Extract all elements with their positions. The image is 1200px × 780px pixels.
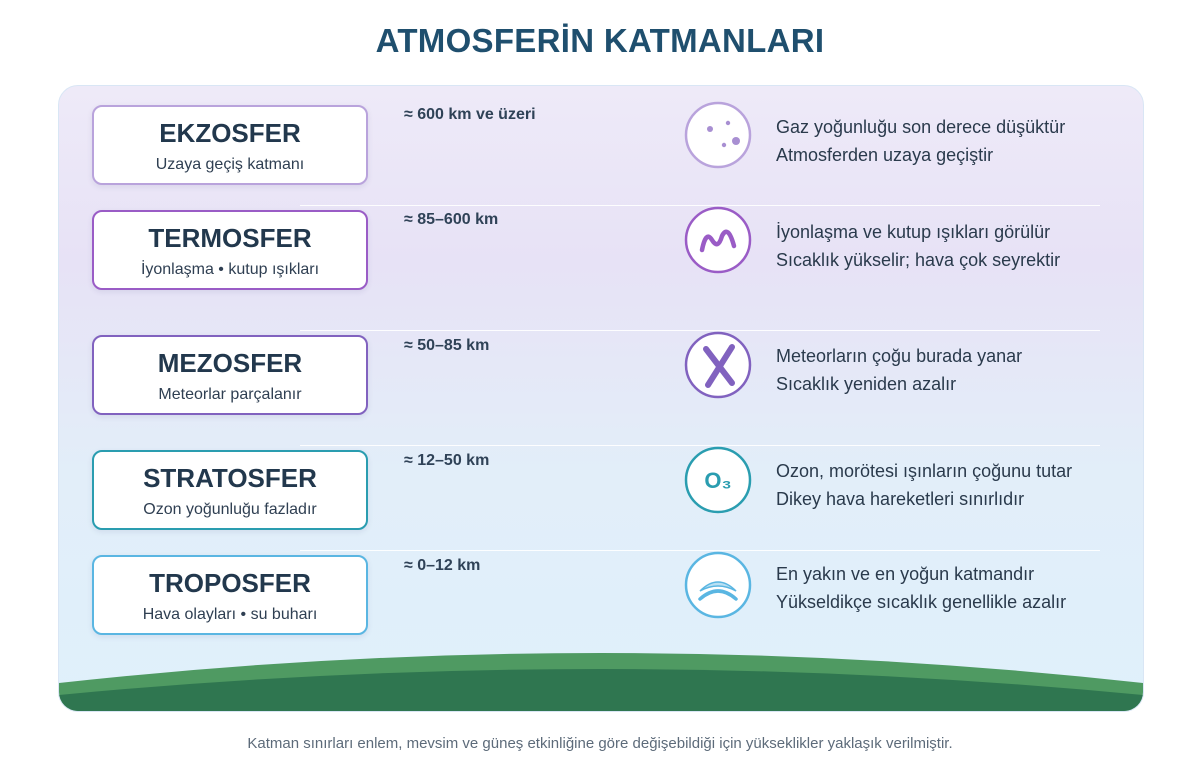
layer-subtitle: Uzaya geçiş katmanı [155,156,305,173]
fact-line: İyonlaşma ve kutup ışıkları görülür [776,222,1051,242]
layer-card-stratosfer: STRATOSFER Ozon yoğunluğu fazladır [92,450,368,530]
fact-line: Yükseldikçe sıcaklık genellikle azalır [776,592,1067,612]
layer-altitude: ≈ 0–12 km [404,557,481,574]
layer-facts: Meteorların çoğu burada yanar Sıcaklık y… [776,342,1022,398]
layer-card-termosfer: TERMOSFER İyonlaşma • kutup ışıkları [92,210,368,290]
layer-altitude: ≈ 85–600 km [404,211,499,228]
layer-card-mezosfer: MEZOSFER Meteorlar parçalanır [92,335,368,415]
layer-divider [300,550,1100,551]
meteor-cross-icon [684,331,752,399]
layer-divider [300,205,1100,206]
layer-card-troposfer: TROPOSFER Hava olayları • su buharı [92,555,368,635]
fact-line: Ozon, morötesi ışınların çoğunu tutar [776,461,1073,481]
clouds-arc-icon [684,551,752,619]
layer-divider [300,445,1100,446]
fact-line: Meteorların çoğu burada yanar [776,346,1023,366]
layer-name: MEZOSFER [157,348,303,378]
layer-facts: Gaz yoğunluğu son derece düşüktür Atmosf… [776,113,1065,169]
ozone-symbol: O₃ [704,468,731,493]
sparse-particles-icon [684,101,752,169]
layer-facts: İyonlaşma ve kutup ışıkları görülür Sıca… [776,218,1060,274]
layer-altitude: ≈ 12–50 km [404,452,490,469]
fact-line: Gaz yoğunluğu son derece düşüktür [776,117,1066,137]
layer-subtitle: Hava olayları • su buharı [142,606,318,623]
layer-altitude: ≈ 50–85 km [404,337,490,354]
layer-card-ekzosfer: EKZOSFER Uzaya geçiş katmanı [92,105,368,185]
layer-facts: En yakın ve en yoğun katmandır Yükseldik… [776,560,1066,616]
layer-subtitle: İyonlaşma • kutup ışıkları [140,261,320,278]
ozone-icon: O₃ [684,446,752,514]
layer-facts: Ozon, morötesi ışınların çoğunu tutar Di… [776,457,1072,513]
aurora-icon [684,206,752,274]
layer-name: TROPOSFER [149,568,311,598]
layer-name: TERMOSFER [148,223,312,253]
layer-subtitle: Ozon yoğunluğu fazladır [143,501,317,518]
fact-line: En yakın ve en yoğun katmandır [776,564,1035,584]
fact-line: Atmosferden uzaya geçiştir [776,145,994,165]
page-title: ATMOSFERİN KATMANLARI [375,22,825,59]
layer-altitude: ≈ 600 km ve üzeri [404,106,536,123]
layer-subtitle: Meteorlar parçalanır [158,386,302,403]
layer-name: STRATOSFER [143,463,317,493]
fact-line: Sıcaklık yükselir; hava çok seyrektir [776,250,1061,270]
layer-divider [300,330,1100,331]
fact-line: Sıcaklık yeniden azalır [776,374,957,394]
ground-hill [59,653,1143,711]
fact-line: Dikey hava hareketleri sınırlıdır [776,489,1025,509]
layer-name: EKZOSFER [159,118,301,148]
footnote: Katman sınırları enlem, mevsim ve güneş … [247,735,953,752]
